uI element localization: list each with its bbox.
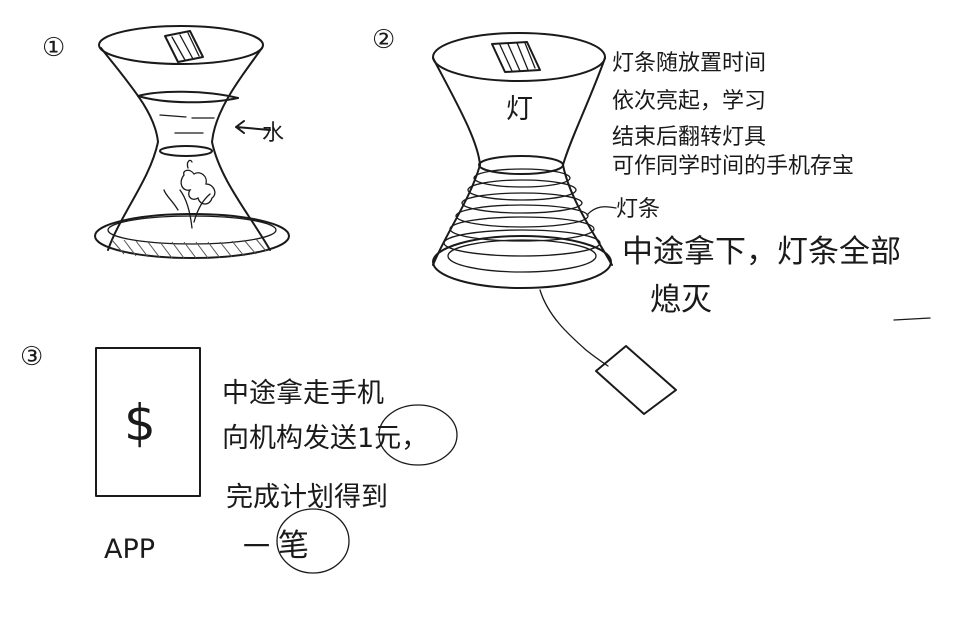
sketch-3-phone-app: ③ $ APP 中途拿走手机 向机构发送1元， 完成计划得到 一 笔 [20, 342, 458, 574]
power-plug-icon [595, 345, 677, 415]
app-label: APP [104, 534, 155, 565]
lamp-note-3: 结束后翻转灯具 [612, 125, 766, 150]
slot-icon [491, 41, 541, 73]
sketch-1-hourglass-planter: ① 水 [42, 25, 290, 259]
phone-note-1: 中途拿走手机 [222, 378, 384, 409]
lamp-note-2: 依次亮起，学习 [612, 89, 766, 114]
power-cable [539, 289, 609, 367]
step-number-3: ③ [20, 342, 43, 372]
step-number-2: ② [372, 25, 395, 55]
warning-note-1: 中途拿下，灯条全部 [622, 234, 901, 270]
phone-note-3: 完成计划得到 [226, 482, 388, 513]
light-strip-rings [432, 155, 612, 289]
phone-symbol: $ [124, 394, 156, 452]
warning-note-2: 熄灭 [650, 282, 712, 318]
sketch-2-hourglass-lamp: ② 灯 灯条 灯条随放置时间 依次亮起，学习 结束后翻转灯具 可作同学时间的手机… [372, 25, 931, 415]
lamp-label: 灯 [506, 94, 533, 125]
plant-icon [163, 159, 216, 229]
lamp-note-4: 可作同学时间的手机存宝 [612, 154, 854, 179]
strip-label: 灯条 [616, 197, 660, 222]
soil-hatching [111, 238, 267, 259]
step-number-1: ① [42, 33, 65, 63]
phone-note-2: 向机构发送1元， [222, 423, 428, 454]
reward-prefix: 一 [243, 532, 270, 563]
water-label: 水 [262, 121, 284, 146]
lamp-note-1: 灯条随放置时间 [612, 51, 766, 76]
phone-icon [95, 347, 201, 497]
slot-icon [164, 30, 204, 63]
